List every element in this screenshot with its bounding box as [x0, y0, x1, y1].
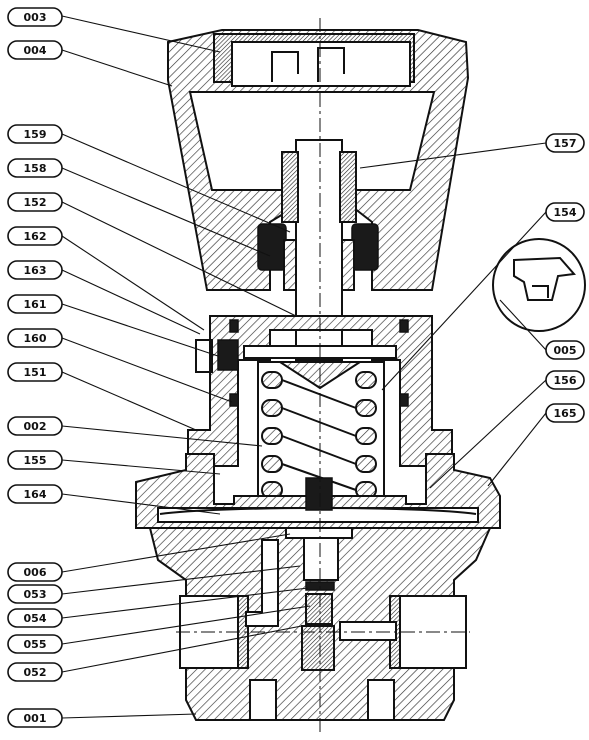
callout-003: 003	[7, 7, 63, 27]
callout-label: 053	[24, 588, 47, 601]
callout-label: 151	[24, 366, 47, 379]
callout-label: 006	[24, 566, 47, 579]
callout-160: 160	[7, 328, 63, 348]
callout-label: 160	[24, 332, 47, 345]
callout-165: 165	[545, 403, 585, 423]
callout-label: 156	[554, 374, 577, 387]
callout-005: 005	[545, 340, 585, 360]
callout-label: 001	[24, 712, 47, 725]
callout-155: 155	[7, 450, 63, 470]
callout-156: 156	[545, 370, 585, 390]
callout-label: 052	[24, 666, 47, 679]
stem-part	[257, 139, 379, 361]
callout-163: 163	[7, 260, 63, 280]
callout-label: 165	[554, 407, 577, 420]
callout-label: 158	[24, 162, 47, 175]
callout-158: 158	[7, 158, 63, 178]
callout-001: 001	[7, 708, 63, 728]
callout-label: 003	[24, 11, 47, 24]
leader-lines	[61, 15, 547, 719]
callout-052: 052	[7, 662, 63, 682]
callout-157: 157	[545, 133, 585, 153]
callout-154: 154	[545, 202, 585, 222]
callout-006: 006	[7, 562, 63, 582]
detail-view-bubble	[492, 238, 586, 332]
callout-004: 004	[7, 40, 63, 60]
callout-label: 004	[24, 44, 47, 57]
callout-002: 002	[7, 416, 63, 436]
callout-label: 162	[24, 230, 47, 243]
callout-label: 054	[24, 612, 47, 625]
callout-label: 154	[554, 206, 577, 219]
callout-label: 164	[24, 488, 47, 501]
callout-162: 162	[7, 226, 63, 246]
diaphragm-assembly-part	[135, 453, 501, 529]
callout-label: 163	[24, 264, 47, 277]
callout-152: 152	[7, 192, 63, 212]
callout-label: 055	[24, 638, 47, 651]
callout-164: 164	[7, 484, 63, 504]
callout-label: 161	[24, 298, 47, 311]
callout-055: 055	[7, 634, 63, 654]
callout-054: 054	[7, 608, 63, 628]
callout-161: 161	[7, 294, 63, 314]
callout-151: 151	[7, 362, 63, 382]
callout-053: 053	[7, 584, 63, 604]
callout-label: 002	[24, 420, 47, 433]
callout-label: 152	[24, 196, 47, 209]
callout-label: 005	[554, 344, 577, 357]
callout-label: 159	[24, 128, 47, 141]
callout-label: 155	[24, 454, 47, 467]
callout-159: 159	[7, 124, 63, 144]
callout-label: 157	[554, 137, 577, 150]
